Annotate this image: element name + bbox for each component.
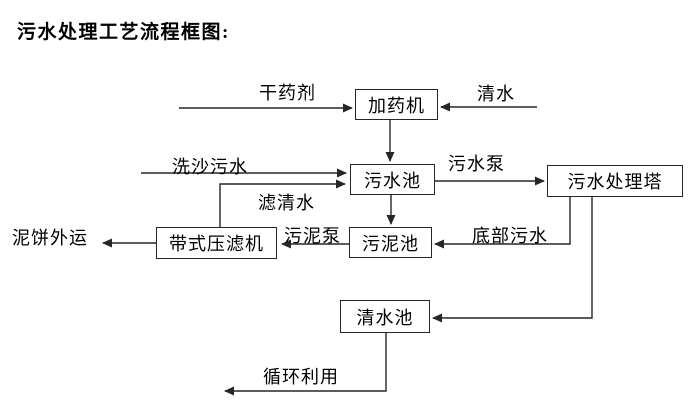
node-treatment-tower-label: 污水处理塔 — [567, 172, 663, 192]
node-belt-filter-press: 带式压滤机 — [156, 227, 277, 259]
node-belt-filter-press-label: 带式压滤机 — [169, 234, 264, 254]
flow-label-filtered-water: 滤清水 — [258, 193, 315, 213]
node-sludge-pool: 污泥池 — [349, 227, 432, 258]
node-clear-water-pool-label: 清水池 — [356, 307, 414, 328]
flow-label-dry-agent: 干药剂 — [259, 83, 316, 103]
flow-label-sand-washing-sewage: 洗沙污水 — [172, 157, 248, 177]
node-treatment-tower: 污水处理塔 — [547, 165, 683, 197]
flow-label-bottom-sewage: 底部污水 — [472, 226, 548, 246]
node-sewage-pool: 污水池 — [350, 164, 435, 195]
arrow-clear-pool-to-recycle — [224, 333, 387, 396]
flow-label-recycle: 循环利用 — [263, 367, 339, 387]
flow-label-sewage-pump: 污水泵 — [448, 154, 505, 174]
page-title: 污水处理工艺流程框图: — [17, 22, 230, 43]
flow-label-mud-cake-out: 泥饼外运 — [12, 228, 88, 248]
arrow-bottom-sewage-to-sludge-pool — [434, 197, 571, 249]
node-dosing-machine: 加药机 — [355, 89, 438, 120]
arrow-filtered-water-to-sewage-pool — [219, 179, 346, 227]
node-dosing-machine-label: 加药机 — [368, 95, 425, 116]
node-sludge-pool-label: 污泥池 — [362, 233, 419, 254]
node-clear-water-pool: 清水池 — [340, 300, 430, 333]
node-sewage-pool-label: 污水池 — [364, 170, 421, 191]
flow-label-clear-water: 清水 — [477, 84, 515, 104]
flow-label-sludge-pump: 污泥泵 — [284, 226, 341, 246]
arrow-tower-to-clear-pool — [432, 197, 593, 323]
